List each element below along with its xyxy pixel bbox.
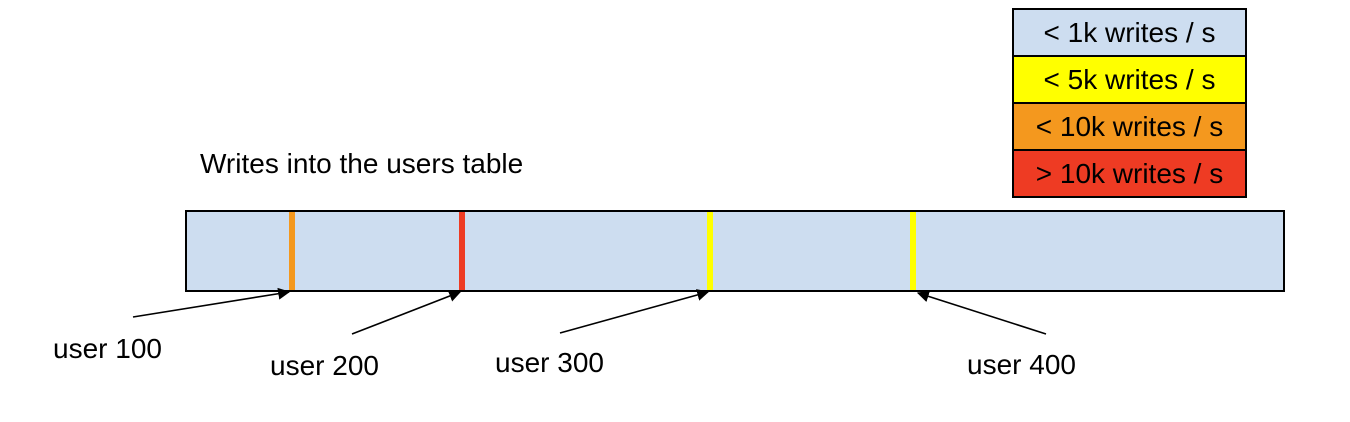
hotspot-marker-user-400 [909,212,916,290]
legend-item-gt-10k: > 10k writes / s [1012,149,1247,198]
diagram-title: Writes into the users table [200,148,524,179]
label-user-100: user 100 [53,333,162,364]
label-user-400: user 400 [967,349,1076,380]
hotspot-marker-user-200 [459,212,466,290]
legend-item-label: < 5k writes / s [1043,63,1216,95]
arrow-user-300 [559,289,710,334]
hotspot-marker-user-300 [706,212,713,290]
legend-item-label: < 10k writes / s [1035,110,1224,142]
hotspot-marker-user-100 [289,212,296,290]
arrow-user-200 [351,290,462,335]
legend-item-lt-5k: < 5k writes / s [1012,55,1247,104]
label-user-300: user 300 [495,347,604,378]
arrow-user-100 [132,287,291,318]
legend-item-lt-10k: < 10k writes / s [1012,102,1247,151]
arrow-user-400 [916,290,1047,335]
label-user-200: user 200 [270,350,379,381]
users-table-bar [185,210,1285,292]
legend-item-label: > 10k writes / s [1035,157,1224,189]
legend: < 1k writes / s < 5k writes / s < 10k wr… [1012,8,1247,198]
legend-item-label: < 1k writes / s [1043,16,1216,48]
legend-item-lt-1k: < 1k writes / s [1012,8,1247,57]
